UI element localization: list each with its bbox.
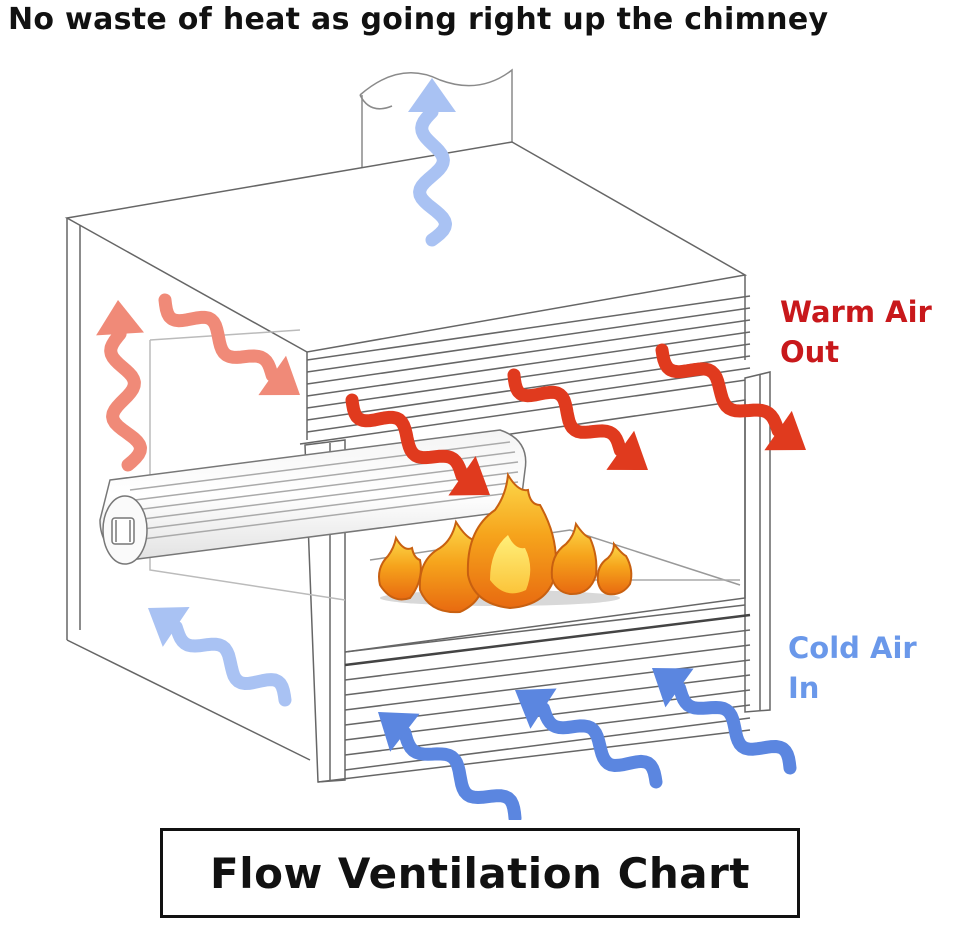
warm-air-arrow-body xyxy=(507,368,627,457)
warm-air-arrow-head xyxy=(606,430,648,470)
warm-air-label-line1: Warm Air xyxy=(780,295,932,329)
cold-air-arrow-body xyxy=(673,681,797,775)
warm-air-arrow-head xyxy=(448,456,490,496)
warm-air-arrow-head xyxy=(96,300,144,336)
cold-air-label-line1: Cold Air xyxy=(788,631,917,665)
cold-air-arrow-body xyxy=(398,726,522,820)
warm-air-arrow-head xyxy=(258,355,300,396)
chimney-arrow-body xyxy=(413,105,452,247)
flame-icon xyxy=(378,535,422,601)
warm-air-arrow-head xyxy=(764,410,806,451)
chimney-arrow-head xyxy=(408,78,456,112)
cold-air-arrow-head xyxy=(148,607,190,647)
cold-air-label-line2: In xyxy=(788,671,820,705)
flame-icon xyxy=(596,541,633,596)
headline: No waste of heat as going right up the c… xyxy=(8,2,829,37)
fireplace-diagram xyxy=(64,68,806,820)
airflow-arrows xyxy=(96,78,806,820)
caption-box: Flow Ventilation Chart xyxy=(160,828,800,918)
warm-air-arrow-body xyxy=(655,343,785,438)
cold-air-arrow-head xyxy=(515,688,557,729)
chart-caption: Flow Ventilation Chart xyxy=(210,848,750,898)
flame-icon xyxy=(550,521,598,596)
warm-air-out-label: Warm Air Out xyxy=(780,292,932,372)
cold-air-arrow-body xyxy=(169,620,292,707)
warm-air-label-line2: Out xyxy=(780,335,840,369)
warm-air-arrow-body xyxy=(158,293,279,382)
flame-icon xyxy=(466,471,557,610)
cold-air-in-label: Cold Air In xyxy=(788,628,917,708)
flames xyxy=(378,471,633,614)
warm-air-arrow-body xyxy=(104,327,147,472)
cold-air-arrow-head xyxy=(378,712,420,752)
warm-air-arrow-body xyxy=(345,393,469,483)
cold-air-arrow-head xyxy=(652,668,694,708)
cold-air-arrow-body xyxy=(537,702,663,789)
